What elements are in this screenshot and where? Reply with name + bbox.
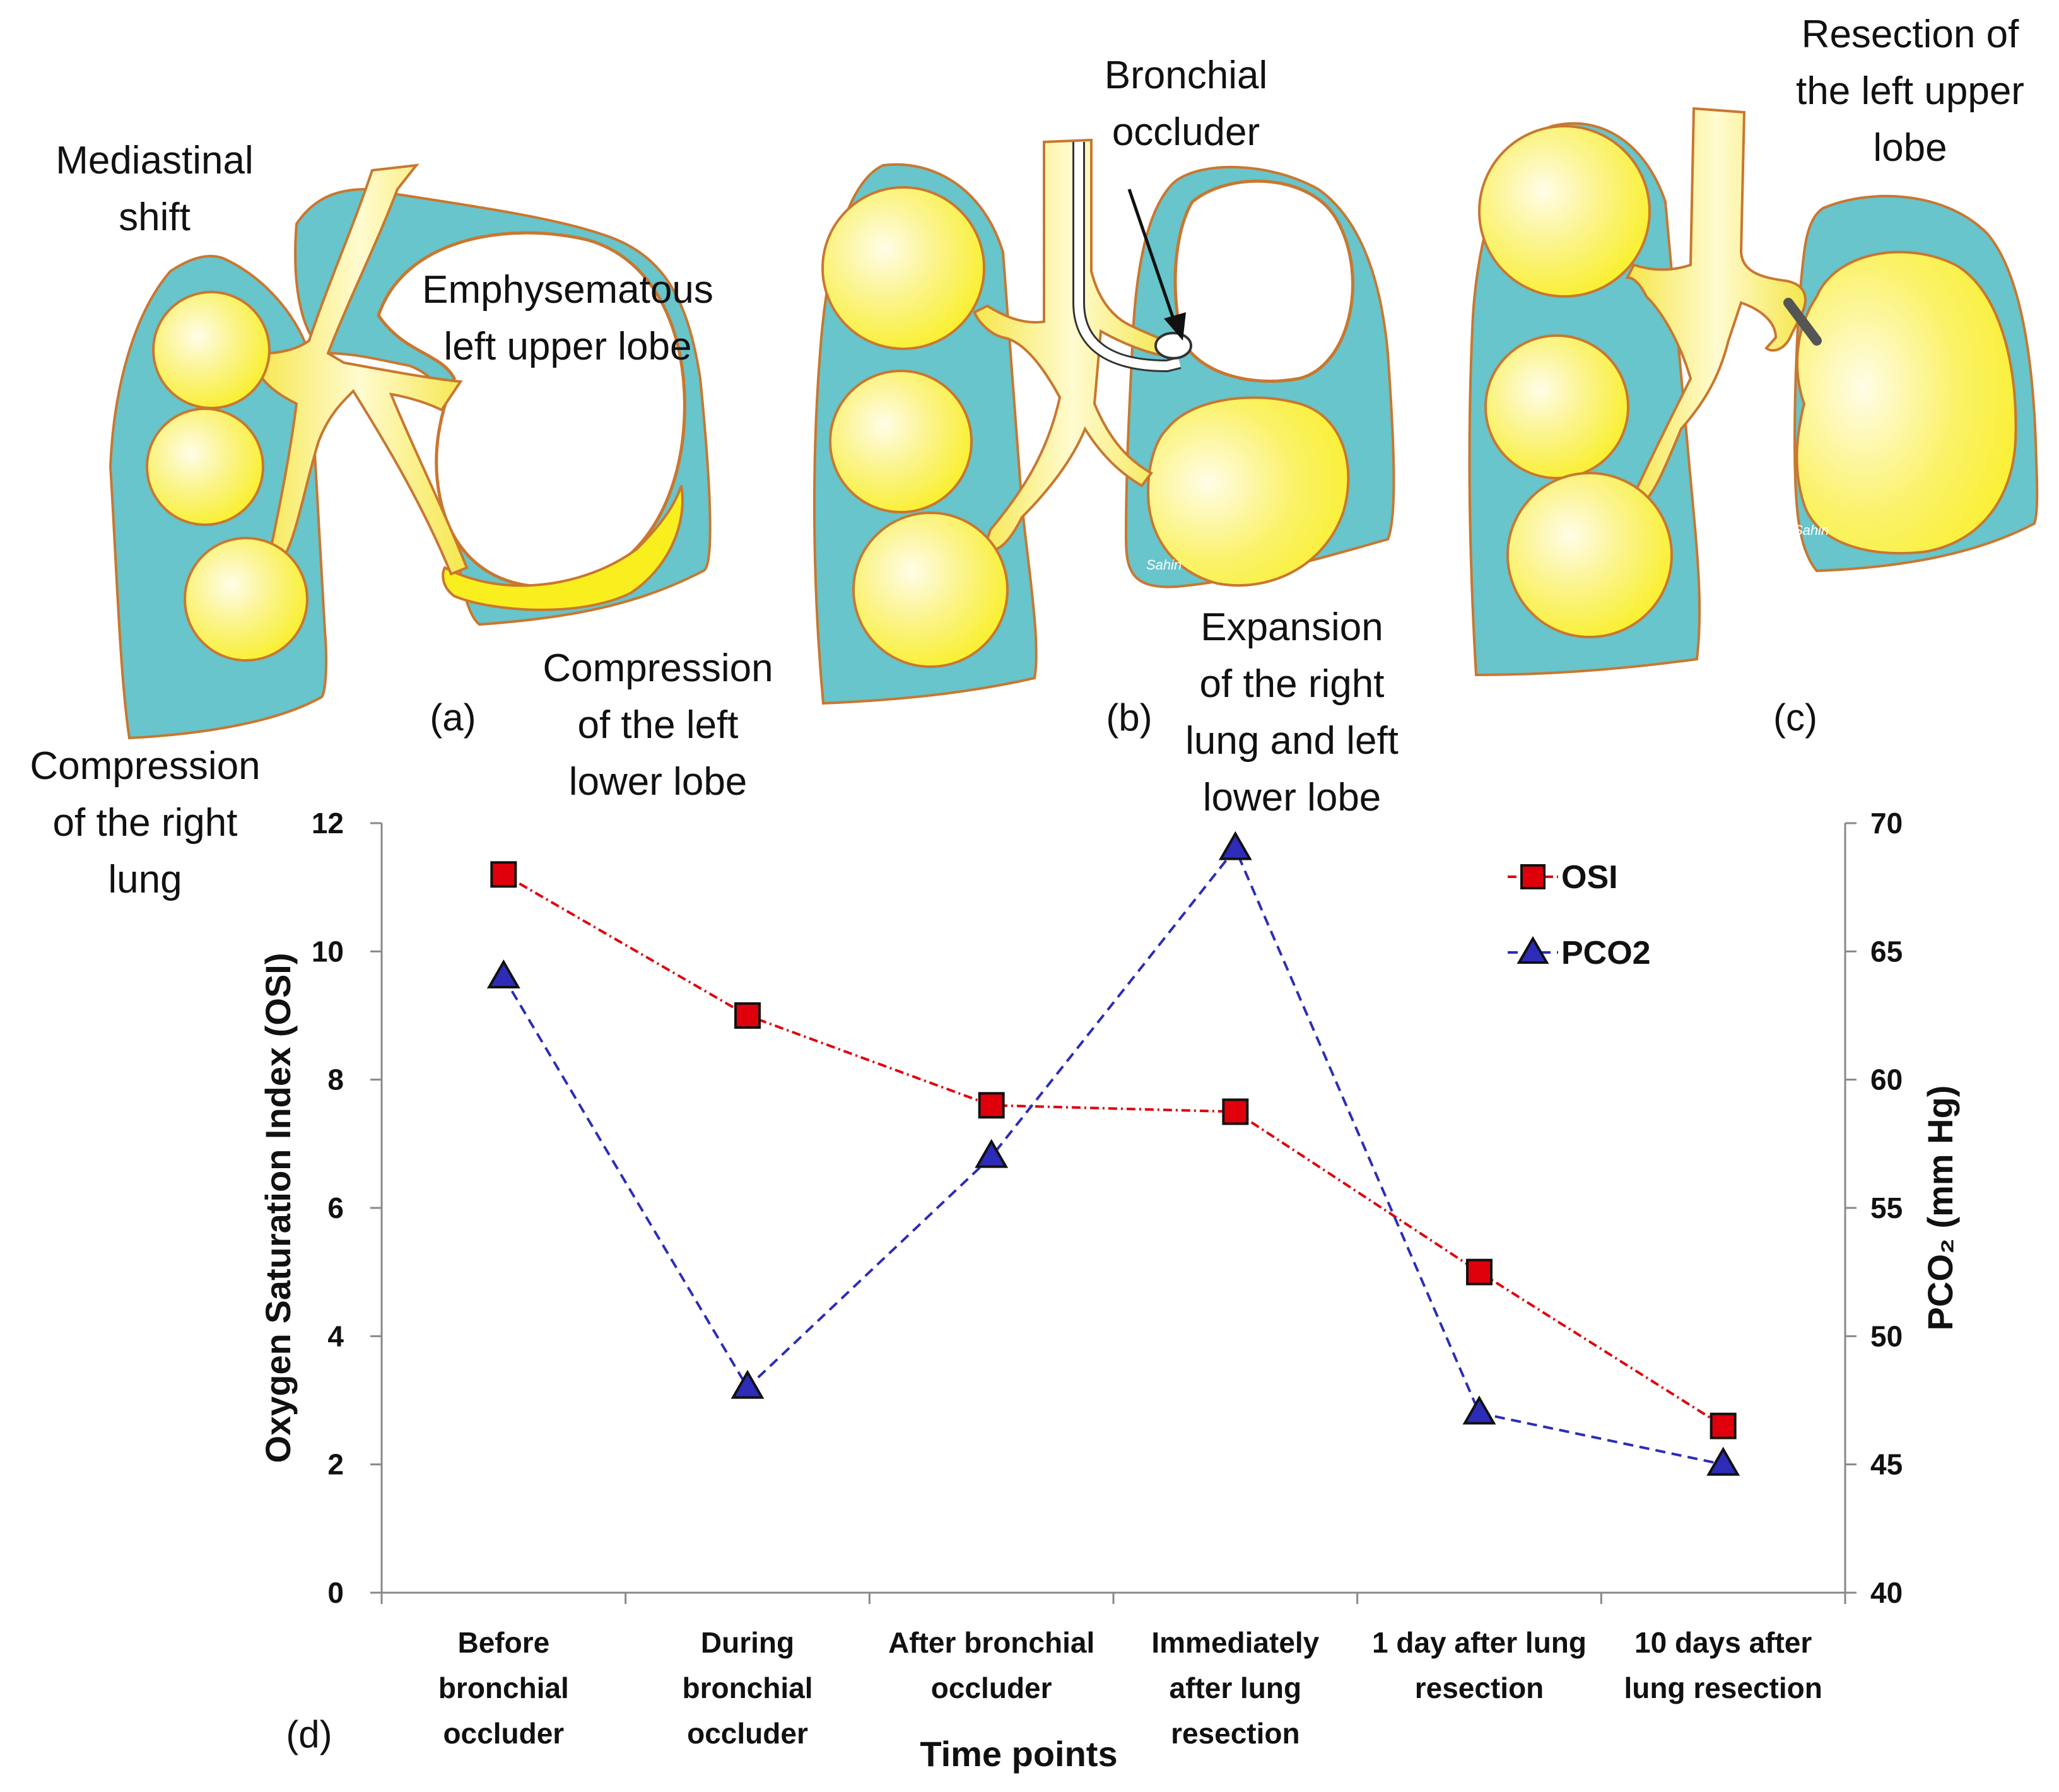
legend-osi-marker — [1520, 864, 1546, 889]
right-tick-label: 50 — [1870, 1320, 1903, 1352]
signature-c: Sahin — [1793, 522, 1829, 538]
left-tick-label: 12 — [312, 807, 344, 840]
x-axis-ticks — [380, 1593, 1846, 1604]
right-axis-ticks: 40 45 50 55 60 65 70 — [1845, 807, 1903, 1609]
left-tick-label: 0 — [327, 1576, 344, 1609]
alveolus — [821, 186, 985, 350]
right-tick-label: 60 — [1870, 1063, 1903, 1096]
alveolus — [146, 407, 264, 526]
panel-label-c: (c) — [1773, 696, 1817, 739]
right-axis-title: PCO₂ (mm Hg) — [1920, 1086, 1960, 1331]
staple-line — [1783, 298, 1822, 346]
trachea-and-bronchi — [1625, 107, 1807, 507]
right-tick-label: 70 — [1870, 807, 1903, 840]
left-tick-label: 4 — [327, 1320, 344, 1352]
left-tick-label: 8 — [327, 1063, 344, 1096]
osi-point — [1710, 1412, 1737, 1439]
alveolus — [1484, 334, 1629, 479]
alveolus — [1478, 125, 1651, 298]
bronchial-occluder — [1074, 142, 1181, 371]
alveolus — [152, 291, 271, 409]
pco2-point — [975, 1139, 1009, 1168]
pco2-point — [730, 1369, 765, 1399]
legend-pco2-marker — [1516, 936, 1549, 964]
alveolus — [852, 512, 1009, 668]
right-tick-label: 65 — [1870, 935, 1903, 968]
signature-b: Sahin — [1146, 557, 1182, 573]
osi-point — [490, 861, 517, 888]
expanded-left-lower-lobe — [1146, 396, 1350, 587]
alveolus — [1506, 472, 1673, 638]
legend-osi-label: OSI — [1561, 859, 1618, 896]
compressed-left-lower-lobe — [442, 485, 684, 611]
pco2-point — [1706, 1446, 1740, 1476]
occluder-arrow — [1127, 189, 1178, 329]
osi-point — [1222, 1098, 1249, 1125]
right-tick-label: 55 — [1870, 1192, 1903, 1224]
panel-label-b: (b) — [1106, 696, 1152, 739]
pco2-point — [1218, 831, 1252, 860]
alveolus — [829, 370, 973, 513]
osi-point — [1466, 1258, 1493, 1285]
left-axis-title: Oxygen Saturation Index (OSI) — [258, 952, 298, 1463]
left-tick-label: 2 — [327, 1448, 344, 1481]
occluder-arrowhead — [1164, 312, 1186, 341]
remaining-left-lower-lobe — [1795, 250, 2017, 555]
occluder-balloon — [1154, 332, 1192, 360]
osi-point — [978, 1092, 1005, 1119]
alveolus — [184, 537, 308, 662]
panel-label-d: (d) — [286, 1713, 332, 1755]
legend: OSI PCO2 — [1508, 859, 1651, 971]
pco2-point — [486, 959, 520, 988]
left-tick-label: 10 — [312, 935, 344, 968]
left-tick-label: 6 — [327, 1192, 344, 1224]
legend-pco2-label: PCO2 — [1561, 935, 1651, 971]
pco2-series-line — [502, 846, 1724, 1466]
pco2-point — [1462, 1395, 1496, 1425]
series-layer — [486, 831, 1740, 1476]
right-tick-label: 45 — [1870, 1448, 1903, 1481]
panel-label-a: (a) — [430, 696, 476, 739]
left-axis-ticks: 0 2 4 6 8 10 12 — [312, 807, 382, 1609]
right-tick-label: 40 — [1870, 1576, 1903, 1609]
osi-series-line — [503, 873, 1724, 1427]
osi-point — [734, 1002, 761, 1029]
x-axis-title: Time points — [920, 1734, 1117, 1774]
collapsed-left-upper-lobe — [1173, 179, 1354, 383]
